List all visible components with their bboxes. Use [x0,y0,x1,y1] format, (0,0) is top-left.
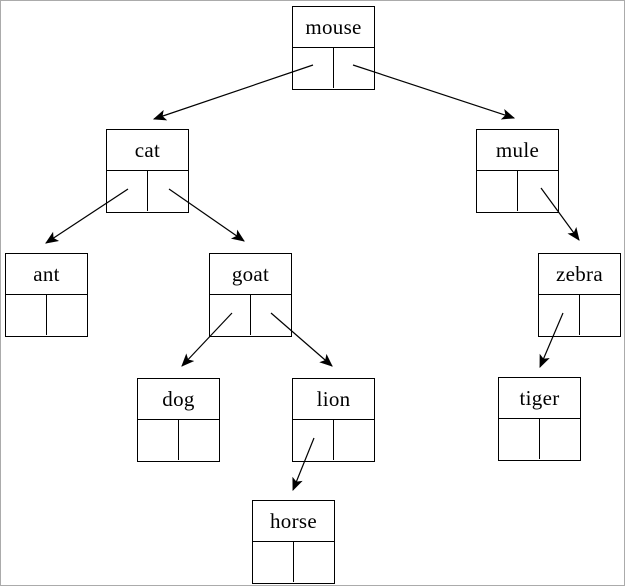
left-pointer-cell [107,171,148,211]
node-label: zebra [539,254,620,295]
left-pointer-cell [253,542,294,582]
node-label: lion [293,379,374,420]
node-label: tiger [499,378,580,419]
right-pointer-cell [580,295,620,335]
tree-node-horse: horse [252,500,335,584]
left-pointer-cell [6,295,47,335]
tree-node-ant: ant [5,253,88,337]
node-pointer-row [499,419,580,459]
tree-node-zebra: zebra [538,253,621,337]
tree-node-lion: lion [292,378,375,462]
edge-mouse-right-mule [352,64,516,120]
left-pointer-cell [210,295,251,335]
node-label: horse [253,501,334,542]
node-pointer-row [138,420,219,460]
node-label: goat [210,254,291,295]
edge-mouse-left-cat [152,64,314,121]
right-pointer-cell [251,295,291,335]
node-pointer-row [210,295,291,335]
node-pointer-row [107,171,188,211]
node-label: mouse [293,7,374,48]
node-pointer-row [293,48,374,88]
node-label: mule [477,130,558,171]
right-pointer-cell [47,295,87,335]
left-pointer-cell [477,171,518,211]
node-pointer-row [6,295,87,335]
node-pointer-row [539,295,620,335]
node-label: dog [138,379,219,420]
right-pointer-cell [540,419,580,459]
node-label: cat [107,130,188,171]
right-pointer-cell [518,171,558,211]
left-pointer-cell [539,295,580,335]
node-label: ant [6,254,87,295]
tree-node-mouse: mouse [292,6,375,90]
tree-node-goat: goat [209,253,292,337]
left-pointer-cell [293,420,334,460]
right-pointer-cell [294,542,334,582]
left-pointer-cell [499,419,540,459]
right-pointer-cell [334,420,374,460]
node-pointer-row [477,171,558,211]
right-pointer-cell [334,48,374,88]
tree-node-cat: cat [106,129,189,213]
left-pointer-cell [293,48,334,88]
left-pointer-cell [138,420,179,460]
right-pointer-cell [179,420,219,460]
right-pointer-cell [148,171,188,211]
tree-node-tiger: tiger [498,377,581,461]
node-pointer-row [253,542,334,582]
node-pointer-row [293,420,374,460]
tree-node-mule: mule [476,129,559,213]
tree-node-dog: dog [137,378,220,462]
